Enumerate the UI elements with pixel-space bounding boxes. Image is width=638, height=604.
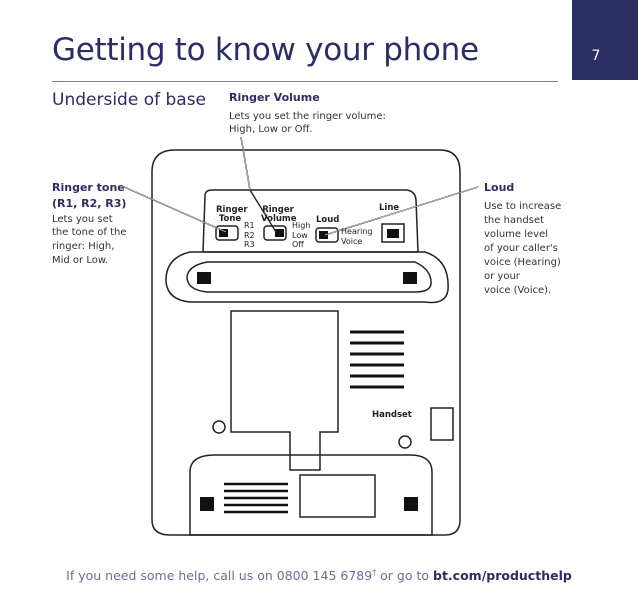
ringer-tone-callout-text-2: the tone of the xyxy=(52,227,127,238)
ringer-tone-callout-text-3: ringer: High, xyxy=(52,241,115,252)
ringer-tone-device-label-line1: Ringer xyxy=(216,205,248,215)
ringer-tone-device-label-line2: Tone xyxy=(218,214,242,224)
ringer-tone-callout-text-1: Lets you set xyxy=(52,214,113,225)
ringer-tone-callout-title-2: (R1, R2, R3) xyxy=(52,197,127,210)
section-title: Underside of base xyxy=(52,90,207,110)
handset-rest-inner xyxy=(186,261,432,293)
loud-switch-knob xyxy=(319,231,328,239)
footer-link[interactable]: bt.com/producthelp xyxy=(433,568,572,584)
leader-lines-outline xyxy=(121,136,479,236)
footer-help-text: If you need some help, call us on 0800 1… xyxy=(66,568,373,584)
ringer-volume-callout-text-2: High, Low or Off. xyxy=(229,124,313,135)
ringer-tone-device-label: Ringer Tone xyxy=(216,205,248,224)
volume-options: High Low Off xyxy=(292,221,310,250)
rest-foot-right xyxy=(403,272,417,284)
bottom-label-area xyxy=(299,474,376,518)
bottom-vent xyxy=(224,482,288,514)
base-outline xyxy=(151,149,461,536)
footer-dagger: † xyxy=(372,568,377,577)
screw-hole-right xyxy=(398,435,412,449)
ringer-volume-switch-knob xyxy=(275,229,284,237)
line-socket-inner xyxy=(387,229,399,238)
tone-option-r2: R2 xyxy=(244,230,255,240)
handset-device-label: Handset xyxy=(372,410,412,420)
ringer-volume-device-label-line2: Volume xyxy=(261,214,297,224)
label-panel xyxy=(230,310,339,471)
control-panel-recess xyxy=(202,189,419,253)
bottom-foot-right xyxy=(404,497,418,511)
loud-callout-text-1: Use to increase xyxy=(484,201,562,212)
ringer-tone-callout-title-1: Ringer tone xyxy=(52,181,125,194)
bottom-recess xyxy=(189,454,433,536)
loud-callout-text-4: of your caller's xyxy=(484,243,558,254)
side-slot xyxy=(430,407,454,441)
line-device-label: Line xyxy=(379,203,400,213)
footer-help: If you need some help, call us on 0800 1… xyxy=(0,568,638,583)
loud-callout-text-6: or your xyxy=(484,271,520,282)
loud-callout-text-7: voice (Voice). xyxy=(484,285,552,296)
tone-option-r1: R1 xyxy=(244,221,255,230)
loud-options: Hearing Voice xyxy=(341,227,373,246)
title-divider xyxy=(52,81,558,82)
rest-foot-left xyxy=(197,272,211,284)
tone-options: R1 R2 R3 xyxy=(244,221,255,250)
loud-callout-text-5: voice (Hearing) xyxy=(484,257,561,268)
ringer-volume-device-label: Ringer Volume xyxy=(261,205,297,224)
loud-option-hearing: Hearing xyxy=(341,227,373,236)
footer-or-go-to: or go to xyxy=(376,568,433,584)
volume-option-high: High xyxy=(292,221,311,230)
page-number: 7 xyxy=(591,48,601,64)
bottom-foot-left xyxy=(200,497,214,511)
volume-option-low: Low xyxy=(292,230,308,240)
speaker-grille xyxy=(350,330,404,389)
page-tab xyxy=(572,0,638,80)
loud-callout-text-3: volume level xyxy=(484,229,549,240)
loud-callout-text-2: the handset xyxy=(484,215,545,226)
tone-option-r3: R3 xyxy=(244,240,255,249)
ringer-tone-callout-text-4: Mid or Low. xyxy=(52,255,109,266)
ringer-volume-callout-title: Ringer Volume xyxy=(229,91,320,104)
volume-option-off: Off xyxy=(292,240,304,249)
ringer-tone-switch-knob xyxy=(219,229,228,237)
page-title: Getting to know your phone xyxy=(52,32,479,68)
ringer-volume-callout-text-1: Lets you set the ringer volume: xyxy=(229,111,386,122)
loud-device-label: Loud xyxy=(316,215,340,225)
ringer-volume-device-label-line1: Ringer xyxy=(262,205,294,215)
loud-callout-title: Loud xyxy=(484,181,515,194)
handset-rest xyxy=(165,251,449,304)
loud-option-voice: Voice xyxy=(341,236,363,246)
screw-hole-left xyxy=(212,420,226,434)
